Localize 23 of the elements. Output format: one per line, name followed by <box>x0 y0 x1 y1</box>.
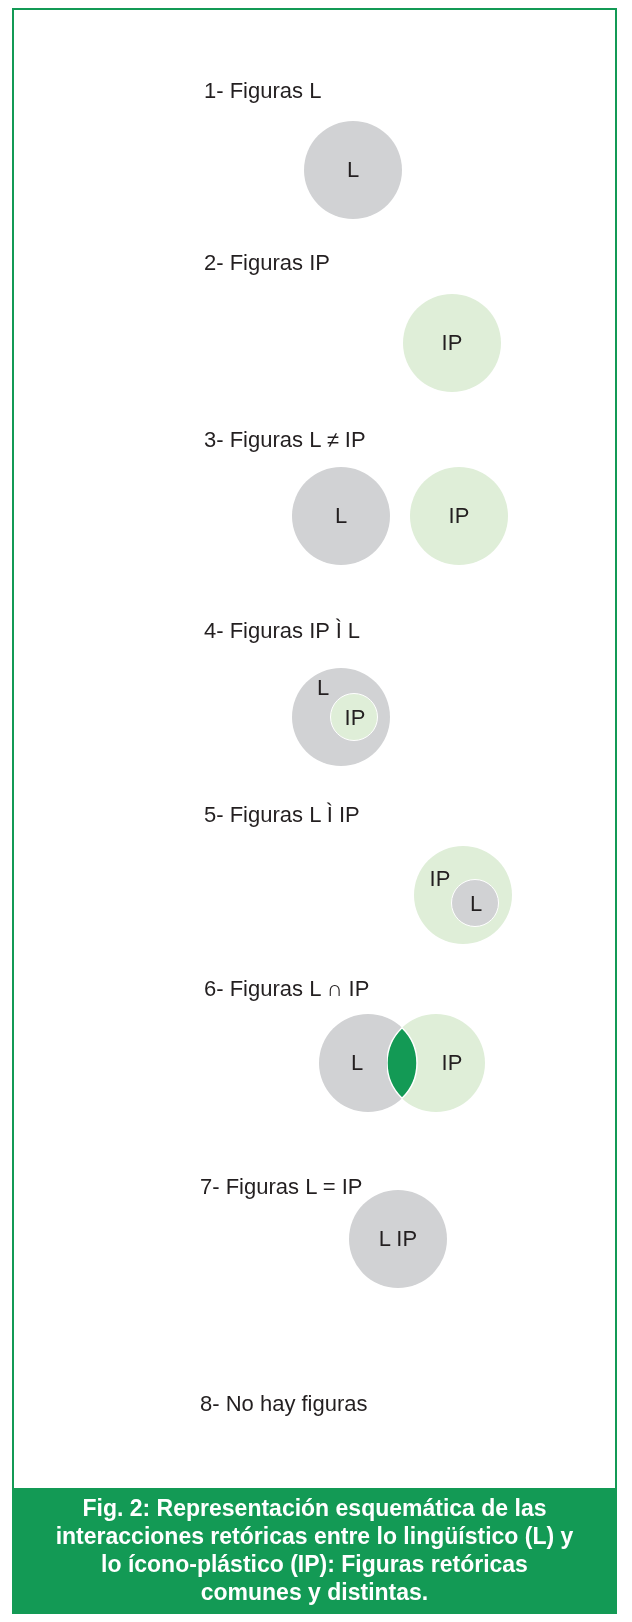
set-label: L <box>334 504 348 528</box>
set-heading: 8- No hay figuras <box>200 1391 368 1417</box>
set-label: IP <box>344 706 366 730</box>
set-label: IP <box>441 1051 463 1075</box>
set-heading: 3- Figuras L ≠ IP <box>204 427 366 453</box>
set-label: IP <box>448 504 470 528</box>
set-heading: 6- Figuras L ∩ IP <box>204 976 370 1002</box>
figure-caption: Fig. 2: Representación esquemática de las interacciones retóricas entre lo lingüístico (L) y lo ícono-plástico (IP): Figuras retóricas comunes y distintas. <box>14 1488 615 1612</box>
set-circle <box>451 879 499 927</box>
set-label: L <box>469 892 483 916</box>
set-circle <box>330 693 378 741</box>
set-heading: 4- Figuras IP Ì L <box>204 618 361 644</box>
set-label: L <box>350 1051 364 1075</box>
set-label: IP <box>429 867 451 891</box>
set-heading: 1- Figuras L <box>204 78 322 104</box>
set-heading: 2- Figuras IP <box>204 250 330 276</box>
set-label: L <box>346 158 360 182</box>
set-label: L IP <box>378 1227 418 1251</box>
set-label: IP <box>441 331 463 355</box>
set-circle <box>387 1014 485 1112</box>
set-heading: 7- Figuras L = IP <box>200 1174 363 1200</box>
set-label: L <box>316 676 330 700</box>
set-heading: 5- Figuras L Ì IP <box>204 802 360 828</box>
